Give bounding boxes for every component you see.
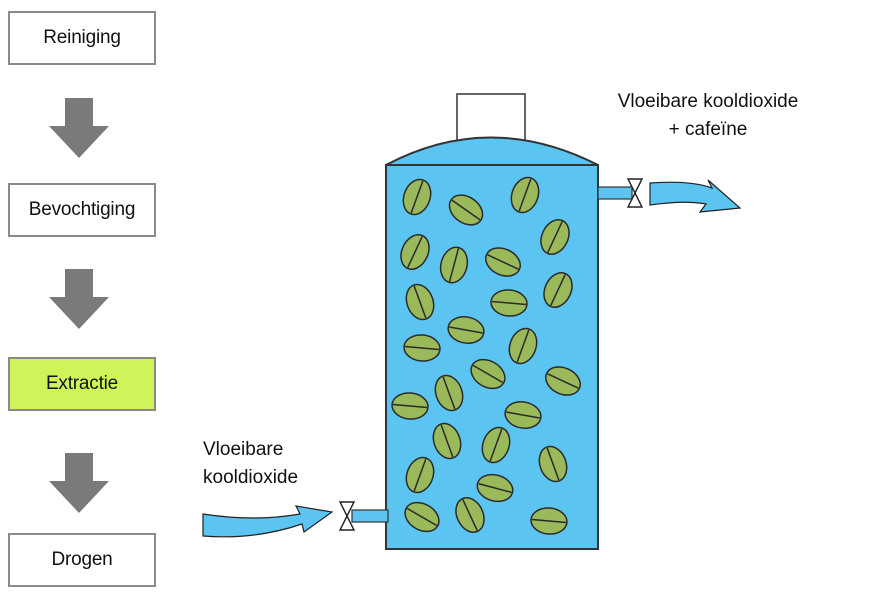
coffee-bean: [510, 176, 540, 214]
coffee-bean: [404, 501, 440, 533]
inlet-pipe: [351, 509, 389, 523]
coffee-bean: [432, 422, 462, 460]
inlet-label-line1: Vloeibare: [203, 439, 284, 460]
inlet-flow-arrow-icon: [202, 505, 334, 538]
coffee-bean: [434, 374, 464, 412]
coffee-bean: [490, 289, 528, 317]
coffee-bean: [455, 497, 485, 533]
vessel-cap: [456, 93, 526, 143]
inlet-label-line2: kooldioxide: [203, 467, 299, 488]
down-arrow-icon: [49, 453, 109, 513]
step-label: Extractie: [45, 373, 119, 394]
coffee-bean: [481, 426, 511, 464]
step-reiniging: Reiniging: [8, 11, 156, 65]
coffee-bean: [400, 234, 430, 270]
coffee-bean: [485, 247, 521, 277]
vessel-dome: [385, 136, 599, 166]
outlet-label-line1: Vloeibare kooldioxide: [617, 91, 799, 112]
coffee-bean: [402, 178, 432, 216]
inlet-label: Vloeibare kooldioxide: [203, 436, 298, 492]
outlet-label: Vloeibare kooldioxide + cafeïne: [596, 88, 820, 144]
inlet-valve-icon: [338, 501, 356, 531]
coffee-bean: [545, 366, 581, 396]
coffee-bean: [405, 283, 435, 321]
coffee-bean: [405, 456, 435, 494]
coffee-bean: [508, 327, 538, 365]
step-label: Bevochtiging: [28, 199, 136, 220]
coffee-bean: [439, 246, 469, 284]
step-bevochtiging: Bevochtiging: [8, 183, 156, 237]
outlet-valve-icon: [626, 178, 644, 208]
coffee-bean: [391, 392, 429, 420]
step-drogen: Drogen: [8, 533, 156, 587]
coffee-bean: [403, 334, 441, 362]
outlet-pipe: [597, 186, 633, 200]
step-label: Reiniging: [43, 27, 121, 48]
outlet-flow-arrow-icon: [649, 179, 742, 213]
down-arrow-icon: [49, 269, 109, 329]
coffee-bean: [538, 445, 568, 483]
coffee-beans: [391, 176, 581, 535]
coffee-bean: [447, 316, 485, 344]
coffee-bean: [504, 401, 542, 429]
step-extractie: Extractie: [8, 357, 156, 411]
coffee-bean: [448, 194, 484, 226]
coffee-bean: [470, 358, 506, 390]
down-arrow-icon: [49, 98, 109, 158]
coffee-bean: [476, 473, 514, 503]
coffee-bean: [530, 507, 568, 535]
coffee-bean: [540, 219, 570, 255]
step-label: Drogen: [51, 549, 113, 570]
coffee-bean: [543, 272, 573, 308]
outlet-label-line2: + cafeïne: [668, 119, 748, 140]
